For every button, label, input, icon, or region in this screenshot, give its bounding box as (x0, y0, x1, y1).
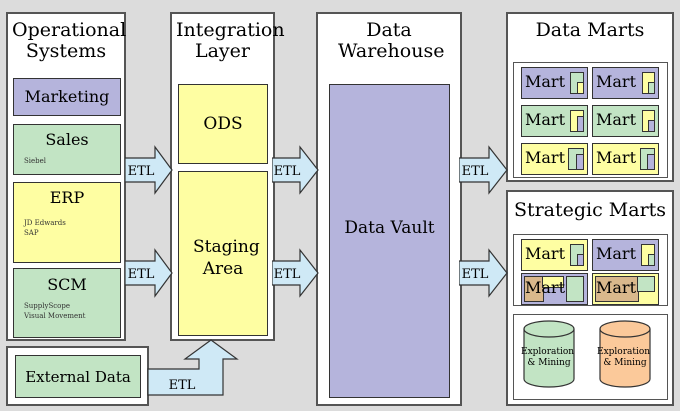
mart-box: Mart (521, 273, 588, 305)
external-data-box: External Data (15, 355, 141, 398)
exploration-cylinders: Exploration & Mining Exploration & Minin… (521, 320, 653, 388)
etl-label: ETL (274, 164, 301, 179)
exploration-label: Exploration & Mining (597, 347, 653, 368)
operational-systems-title: Operational Systems (12, 19, 127, 62)
exploration-label: Exploration & Mining (521, 347, 577, 368)
erp-label: ERP (49, 188, 85, 207)
data-marts-panel: Data Marts Mart Mart Mart Mart (506, 12, 674, 182)
etl-arrow-6: ETL (459, 248, 508, 298)
scm-label: SCM (47, 275, 87, 294)
etl-label: ETL (128, 267, 155, 282)
mart-box: Mart (592, 239, 659, 271)
etl-arrow-3: ETL (272, 145, 319, 195)
mart-box: Mart (592, 273, 659, 305)
exploration-cylinder-orange: Exploration & Mining (597, 320, 653, 388)
data-marts-grid: Mart Mart Mart Mart Mart (513, 62, 668, 178)
scm-sub-1: SupplyScope (24, 302, 71, 310)
integration-layer-panel: Integration Layer ODS Staging Area (170, 12, 285, 341)
mart-box: Mart (592, 67, 659, 99)
erp-box: ERP JD Edwards SAP (13, 182, 121, 263)
mart-box: Mart (521, 143, 588, 175)
ods-label: ODS (203, 114, 243, 134)
exploration-grid: Exploration & Mining Exploration & Minin… (513, 314, 668, 400)
etl-label: ETL (169, 378, 196, 393)
mart-box: Mart (592, 143, 659, 175)
operational-systems-panel: Operational Systems Marketing Sales Sieb… (6, 12, 126, 341)
external-data-panel: External Data (6, 346, 149, 406)
etl-arrow-5: ETL (459, 145, 508, 195)
erp-sub-1: JD Edwards (24, 219, 66, 227)
data-marts-title: Data Marts (535, 19, 645, 41)
mart-box: Mart (521, 67, 588, 99)
integration-layer-title: Integration Layer (176, 19, 285, 62)
data-warehouse-panel: Data Warehouse Data Vault (316, 12, 462, 406)
marketing-label: Marketing (24, 87, 110, 106)
ods-box: ODS (178, 84, 268, 164)
etl-arrow-4: ETL (272, 248, 319, 298)
sales-sub: Siebel (24, 157, 47, 165)
etl-arrow-2: ETL (125, 248, 173, 298)
erp-sub-2: SAP (24, 229, 39, 237)
mart-box: Mart (592, 105, 659, 137)
etl-label: ETL (462, 164, 489, 179)
exploration-cylinder-green: Exploration & Mining (521, 320, 577, 388)
strategic-marts-grid: Mart Mart Mart Mart (513, 234, 668, 306)
sales-label: Sales (45, 130, 89, 149)
mart-box: Mart (521, 105, 588, 137)
data-warehouse-title: Data Warehouse (338, 19, 445, 62)
etl-label: ETL (128, 164, 155, 179)
staging-area-label: Staging Area (193, 237, 260, 279)
strategic-marts-title: Strategic Marts (513, 199, 667, 221)
sales-box: Sales Siebel (13, 124, 121, 175)
etl-arrow-1: ETL (125, 145, 173, 195)
external-data-label: External Data (25, 368, 131, 386)
etl-arrow-external: ETL (147, 339, 239, 396)
strategic-marts-panel: Strategic Marts Mart Mart Mart M (506, 190, 674, 406)
etl-label: ETL (462, 267, 489, 282)
mart-box: Mart (521, 239, 588, 271)
staging-area-box: Staging Area (178, 171, 268, 336)
data-vault-label: Data Vault (344, 218, 435, 238)
scm-sub-2: Visual Movement (24, 312, 86, 320)
etl-label: ETL (274, 267, 301, 282)
marketing-box: Marketing (13, 78, 121, 116)
scm-box: SCM SupplyScope Visual Movement (13, 268, 121, 338)
data-vault-box: Data Vault (329, 84, 450, 398)
